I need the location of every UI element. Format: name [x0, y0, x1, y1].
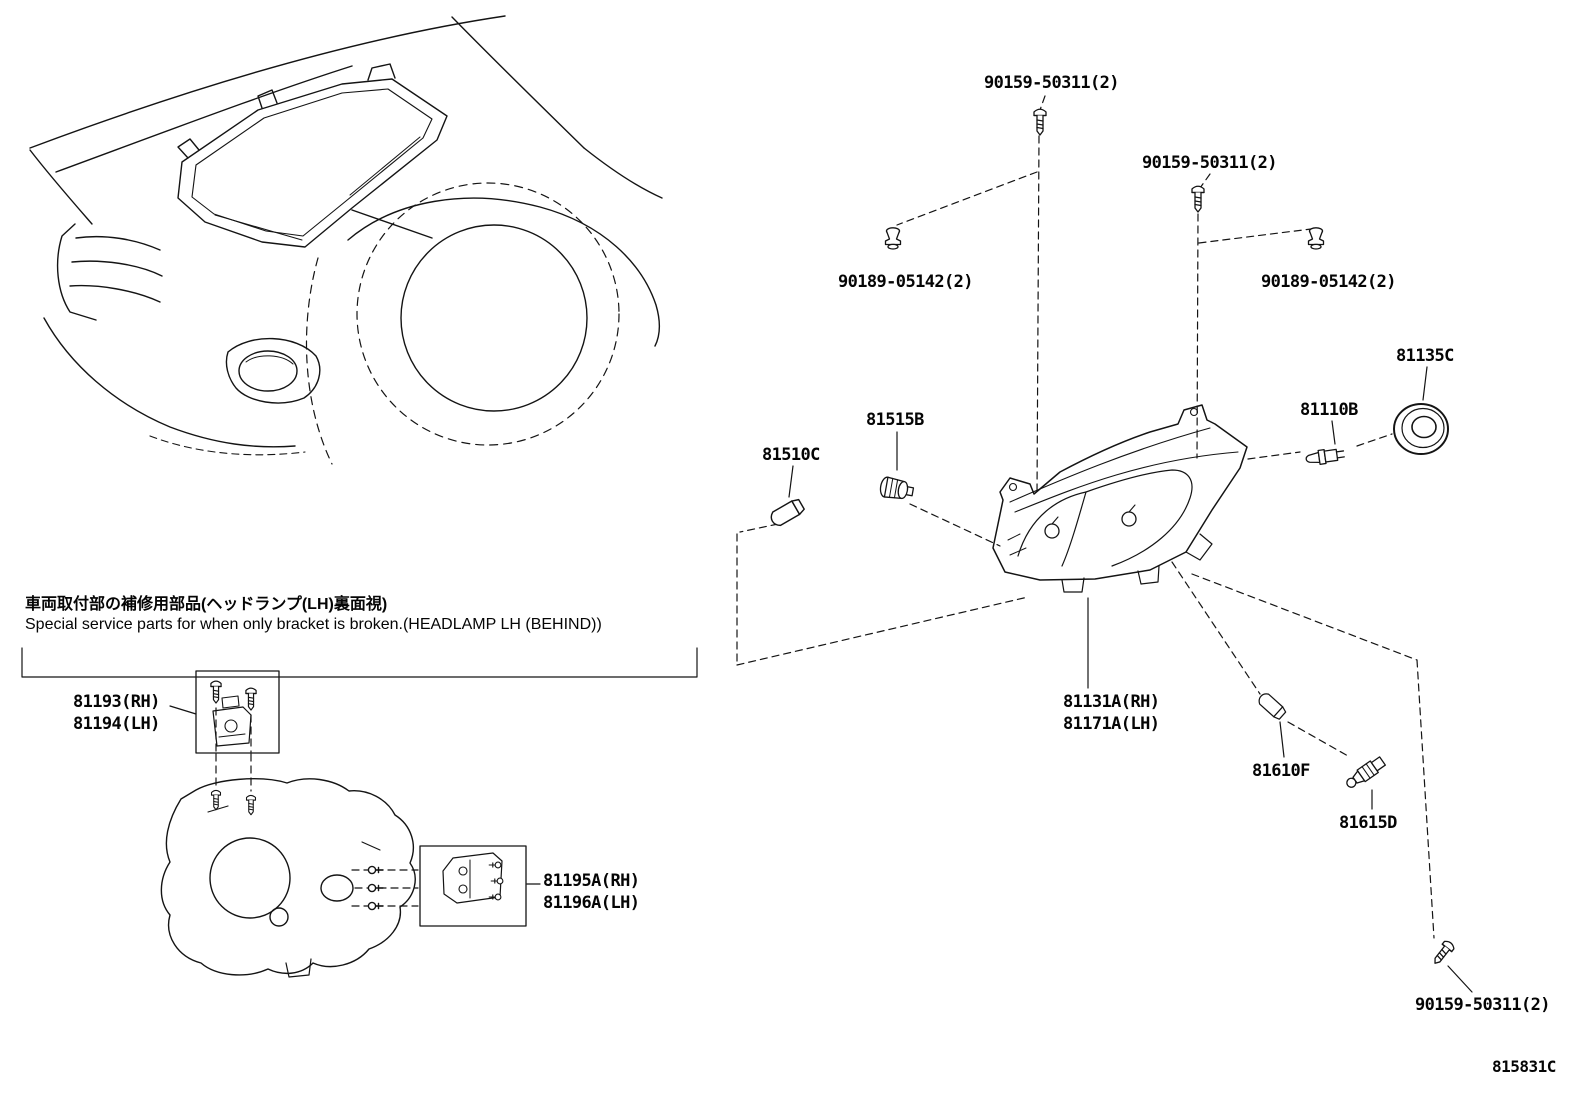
note-bracket [21, 647, 698, 678]
part-label-clip-right: 90189-05142(2) [1261, 272, 1396, 292]
service-parts-drawing [160, 670, 527, 978]
part-label-socket-81615d: 81615D [1339, 813, 1397, 833]
part-label-socket-81515b: 81515B [866, 410, 924, 430]
part-number-headlamp-unit-rh: 81131A(RH) [1063, 692, 1160, 712]
note-english: Special service parts for when only brac… [25, 616, 602, 633]
part-label-headlamp-bulb: 81110B [1300, 400, 1358, 420]
part-label-screw-upper-right: 90159-50311(2) [1142, 153, 1277, 173]
part-number-bracket-rh: 81193(RH) [73, 692, 160, 712]
part-label-bracket-81195a: 81195A(RH) 81196A(LH) [543, 870, 640, 914]
wedge-bulb-icon [1255, 690, 1288, 722]
part-number-headlamp-unit-lh: 81171A(LH) [1063, 714, 1160, 734]
leader-lines-dashed [215, 95, 1435, 939]
car-front-sketch [29, 15, 663, 465]
bulb-socket-icon [879, 476, 915, 500]
part-label-headlamp-unit: 81131A(RH) 81171A(LH) [1063, 691, 1160, 735]
screw-icon [1191, 185, 1205, 213]
seal-cap-icon [1393, 403, 1449, 455]
headlamp-bulb-icon [1305, 448, 1345, 465]
part-number-bracket-lh: 81194(LH) [73, 714, 160, 734]
headlamp-unit-drawing [992, 404, 1248, 593]
leader-lines-solid [169, 366, 1473, 993]
part-label-screw-bottom: 90159-50311(2) [1415, 995, 1550, 1015]
diagram-code: 815831C [1492, 1057, 1556, 1076]
part-number-bracket2-rh: 81195A(RH) [543, 871, 640, 891]
socket-bulb-icon [1346, 756, 1386, 788]
part-label-clip-left: 90189-05142(2) [838, 272, 973, 292]
part-label-seal-cap: 81135C [1396, 346, 1454, 366]
screw-icon [1429, 938, 1457, 968]
clip-icon [884, 227, 902, 250]
clip-icon [1307, 227, 1325, 250]
part-label-bulb-81510c: 81510C [762, 445, 820, 465]
fastener-icons [767, 108, 1457, 968]
screw-icon [1033, 108, 1047, 136]
part-label-bulb-81610f: 81610F [1252, 761, 1310, 781]
wedge-bulb-icon [767, 497, 806, 529]
part-number-bracket2-lh: 81196A(LH) [543, 893, 640, 913]
part-label-bracket-81193: 81193(RH) 81194(LH) [73, 691, 160, 735]
part-label-screw-top: 90159-50311(2) [984, 73, 1119, 93]
note-japanese: 車両取付部の補修用部品(ヘッドランプ(LH)裏面視) [25, 596, 388, 613]
